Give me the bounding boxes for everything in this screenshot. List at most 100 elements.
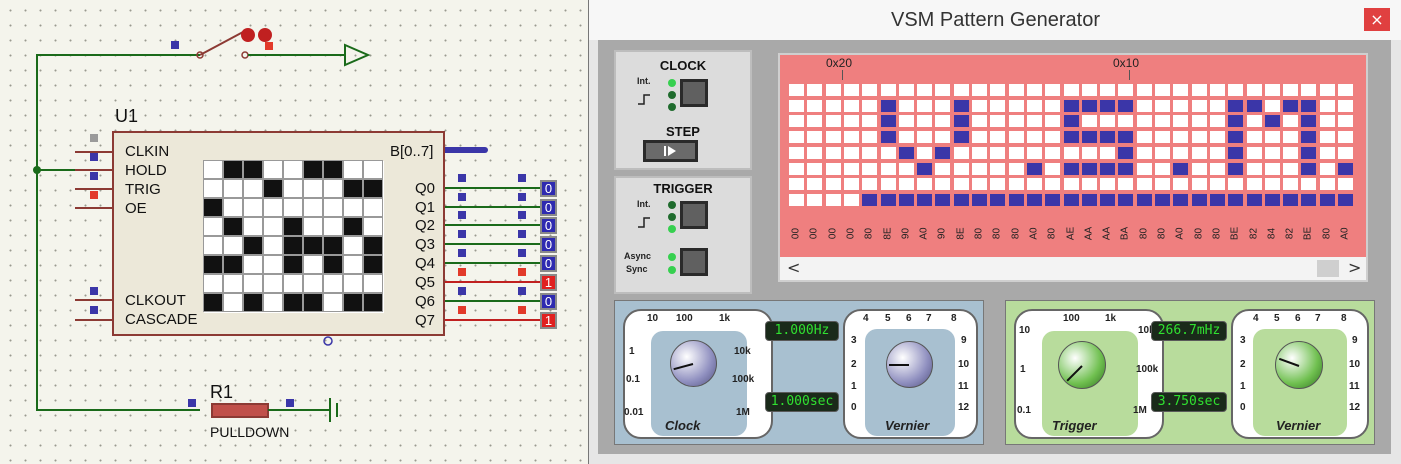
pattern-cell[interactable] (1155, 178, 1170, 190)
pattern-cell[interactable] (1100, 147, 1115, 159)
pattern-cell[interactable] (935, 147, 950, 159)
pattern-cell[interactable] (1155, 147, 1170, 159)
pattern-cell[interactable] (789, 178, 804, 190)
scroll-thumb[interactable] (1317, 260, 1339, 277)
pattern-cell[interactable] (1210, 178, 1225, 190)
pattern-cell[interactable] (990, 84, 1005, 96)
pattern-cell[interactable] (1265, 163, 1280, 175)
pattern-cell[interactable] (1265, 194, 1280, 206)
pattern-cell[interactable] (990, 100, 1005, 112)
pattern-cell[interactable] (954, 115, 969, 127)
pattern-cell[interactable] (935, 84, 950, 96)
pattern-cell[interactable] (1064, 100, 1079, 112)
pattern-cell[interactable] (1301, 147, 1316, 159)
pattern-cell[interactable] (954, 84, 969, 96)
pattern-cell[interactable] (935, 163, 950, 175)
pattern-cell[interactable] (881, 178, 896, 190)
pattern-cell[interactable] (972, 100, 987, 112)
scroll-left-button[interactable]: < (787, 258, 801, 277)
pattern-cell[interactable] (1064, 131, 1079, 143)
pattern-cell[interactable] (807, 147, 822, 159)
pattern-cell[interactable] (954, 100, 969, 112)
pattern-cell[interactable] (826, 178, 841, 190)
pattern-cell[interactable] (1265, 100, 1280, 112)
pattern-cell[interactable] (1027, 194, 1042, 206)
pattern-cell[interactable] (990, 131, 1005, 143)
pattern-cell[interactable] (789, 100, 804, 112)
pattern-cell[interactable] (1064, 163, 1079, 175)
pattern-cell[interactable] (954, 163, 969, 175)
pattern-cell[interactable] (807, 163, 822, 175)
clock-frequency-knob[interactable] (670, 340, 717, 387)
pattern-cell[interactable] (1247, 100, 1262, 112)
pattern-cell[interactable] (1301, 131, 1316, 143)
pattern-cell[interactable] (881, 147, 896, 159)
pattern-cell[interactable] (1009, 84, 1024, 96)
pattern-cell[interactable] (1301, 115, 1316, 127)
pattern-cell[interactable] (1009, 100, 1024, 112)
pattern-cell[interactable] (789, 163, 804, 175)
pattern-cell[interactable] (1027, 100, 1042, 112)
pattern-cell[interactable] (807, 84, 822, 96)
pattern-cell[interactable] (1338, 147, 1353, 159)
pattern-cell[interactable] (862, 100, 877, 112)
pattern-cell[interactable] (1009, 115, 1024, 127)
pattern-cell[interactable] (917, 84, 932, 96)
pattern-cell[interactable] (1009, 163, 1024, 175)
logic-probe-q6[interactable]: 0 (540, 293, 557, 310)
sync-mode-button[interactable] (680, 248, 708, 276)
pattern-cell[interactable] (1192, 178, 1207, 190)
switch-toggle-minus-icon[interactable] (241, 28, 255, 42)
pulldown-resistor[interactable] (210, 404, 270, 418)
pattern-cell[interactable] (1283, 84, 1298, 96)
pattern-cell[interactable] (1210, 163, 1225, 175)
pattern-cell[interactable] (1155, 100, 1170, 112)
pattern-cell[interactable] (1045, 178, 1060, 190)
pattern-cell[interactable] (807, 115, 822, 127)
pattern-cell[interactable] (1137, 178, 1152, 190)
pattern-cell[interactable] (1247, 131, 1262, 143)
pattern-cell[interactable] (1320, 163, 1335, 175)
logic-probe-q7[interactable]: 1 (540, 312, 557, 329)
trigger-frequency-knob[interactable] (1058, 341, 1106, 389)
pattern-cell[interactable] (899, 100, 914, 112)
pattern-cell[interactable] (1228, 84, 1243, 96)
pattern-cell[interactable] (1320, 178, 1335, 190)
pattern-cell[interactable] (917, 131, 932, 143)
pattern-cell[interactable] (1100, 115, 1115, 127)
pattern-cell[interactable] (1100, 178, 1115, 190)
pattern-cell[interactable] (917, 100, 932, 112)
pattern-cell[interactable] (1173, 178, 1188, 190)
pattern-cell[interactable] (1009, 178, 1024, 190)
pattern-cell[interactable] (1137, 100, 1152, 112)
pattern-cell[interactable] (844, 194, 859, 206)
pattern-cell[interactable] (935, 100, 950, 112)
pattern-cell[interactable] (1283, 194, 1298, 206)
pattern-cell[interactable] (1118, 178, 1133, 190)
pattern-cell[interactable] (1192, 147, 1207, 159)
pattern-cell[interactable] (1301, 194, 1316, 206)
pattern-cell[interactable] (1009, 194, 1024, 206)
pattern-cell[interactable] (1155, 84, 1170, 96)
pattern-cell[interactable] (1338, 100, 1353, 112)
pattern-cell[interactable] (1064, 147, 1079, 159)
close-button[interactable]: × (1364, 8, 1390, 31)
pattern-cell[interactable] (1045, 163, 1060, 175)
pattern-cell[interactable] (1100, 194, 1115, 206)
pattern-cell[interactable] (1338, 194, 1353, 206)
logic-probe-q1[interactable]: 0 (540, 199, 557, 216)
pattern-cell[interactable] (899, 194, 914, 206)
pattern-cell[interactable] (1118, 100, 1133, 112)
pattern-cell[interactable] (1283, 178, 1298, 190)
pattern-cell[interactable] (1265, 147, 1280, 159)
pattern-cell[interactable] (899, 84, 914, 96)
pattern-cell[interactable] (1100, 100, 1115, 112)
pattern-cell[interactable] (1265, 131, 1280, 143)
pattern-cell[interactable] (1082, 131, 1097, 143)
pattern-cell[interactable] (917, 147, 932, 159)
pattern-cell[interactable] (1045, 84, 1060, 96)
pattern-cell[interactable] (1192, 131, 1207, 143)
pattern-cell[interactable] (1082, 178, 1097, 190)
pattern-cell[interactable] (1210, 84, 1225, 96)
pattern-cell[interactable] (1301, 163, 1316, 175)
